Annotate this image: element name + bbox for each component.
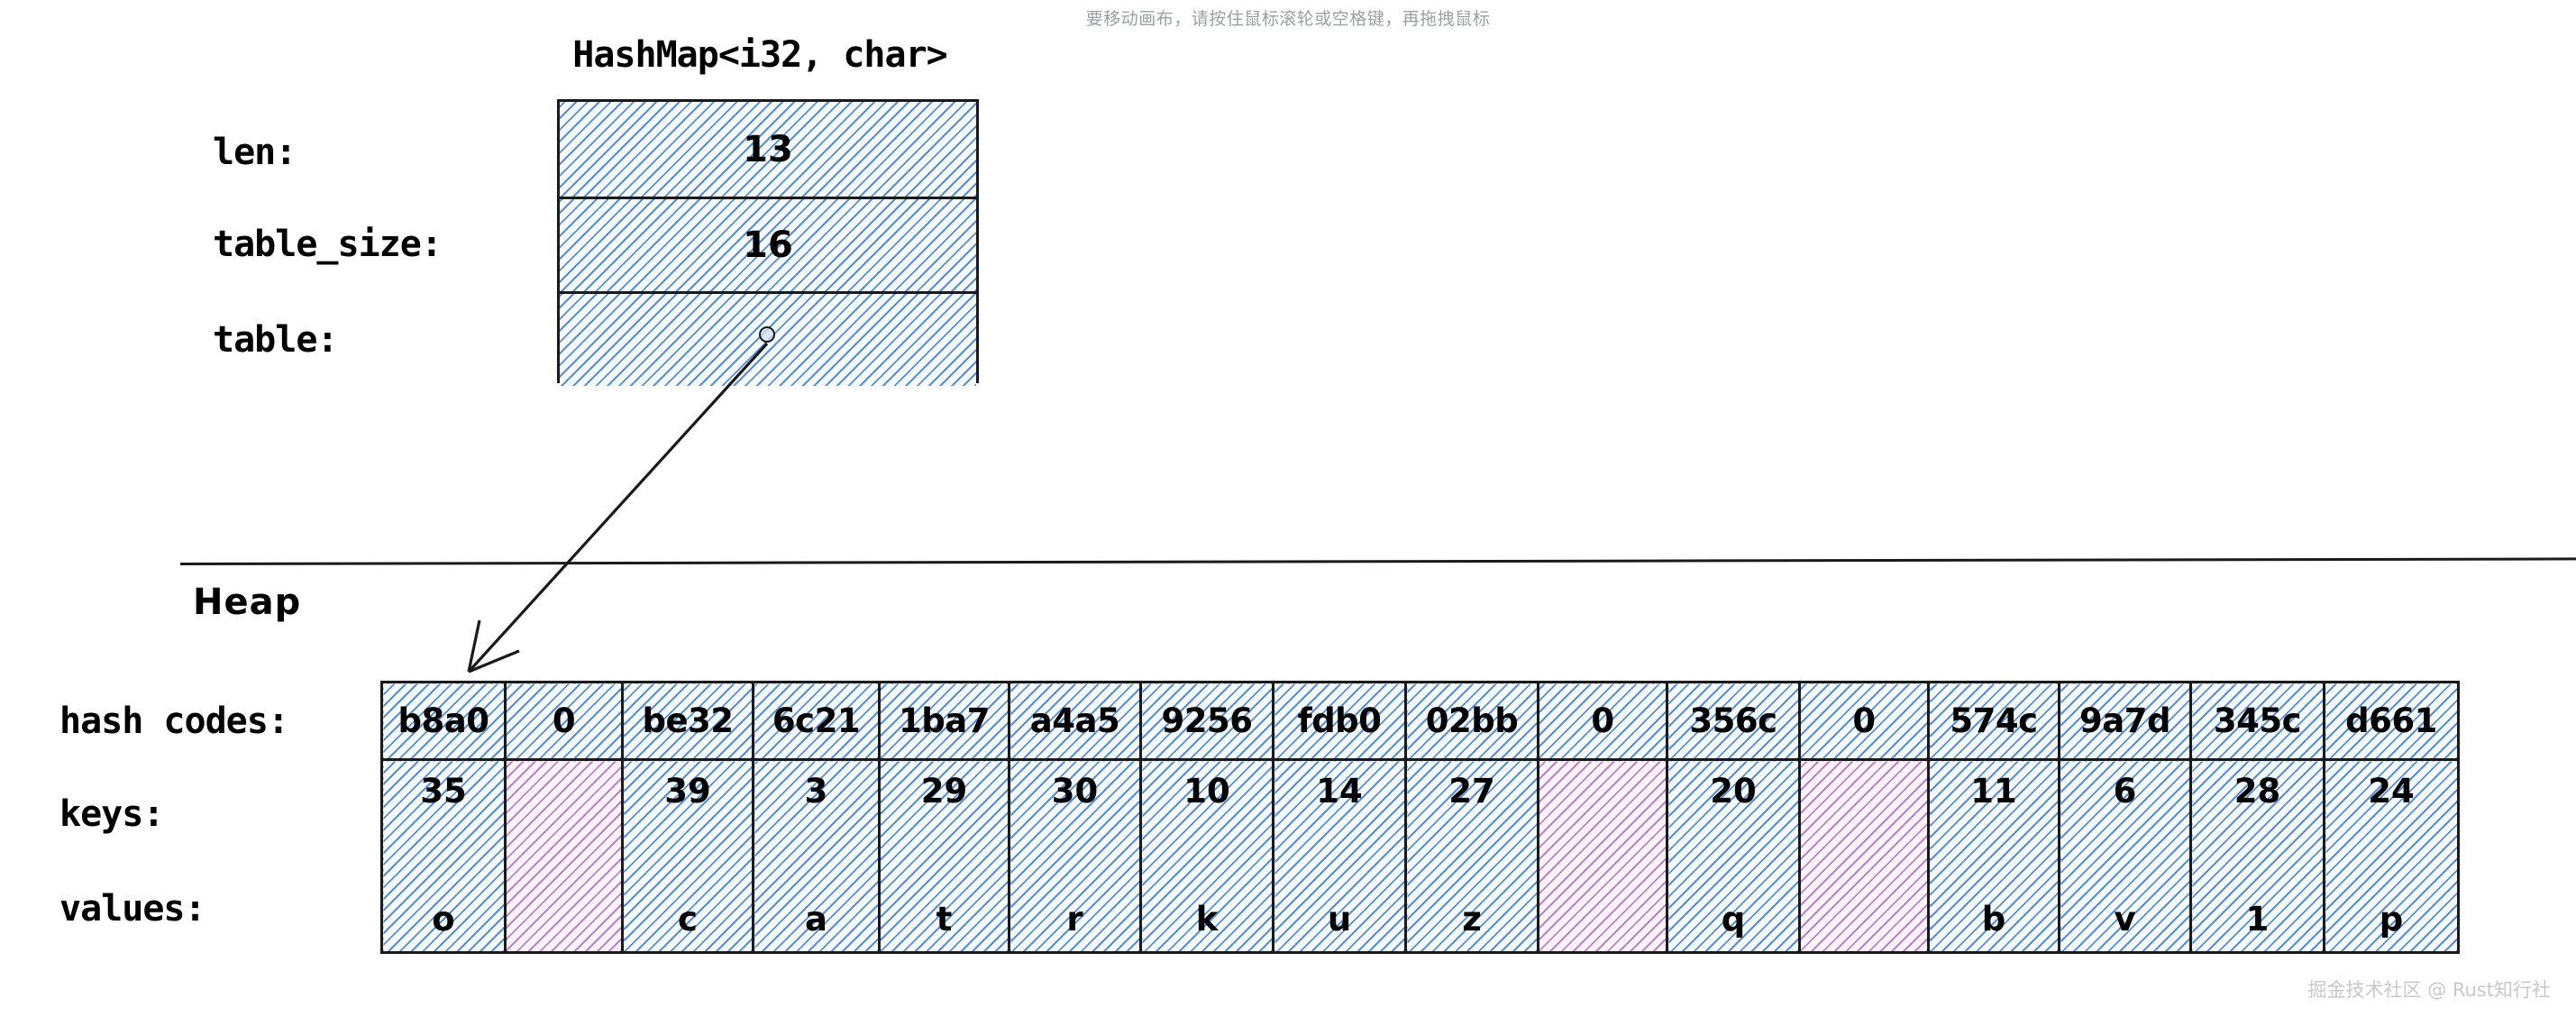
hash-code-cell: d661 (2323, 681, 2460, 761)
empty-slot-cell (504, 758, 624, 954)
key-text: 14 (1316, 772, 1363, 811)
heap-divider-line (179, 557, 2576, 565)
key-text: 27 (1448, 772, 1495, 811)
key-value-cell: 35 o (380, 758, 507, 954)
key-value-cell: 20 q (1666, 758, 1801, 954)
key-value-cell: 28 1 (2189, 758, 2325, 954)
hash-code-cell: 6c21 (752, 681, 881, 761)
key-value-cell: 27 z (1404, 758, 1539, 954)
value-text: u (1327, 900, 1352, 939)
key-text: 29 (920, 772, 968, 811)
hash-code-cell: 0 (504, 681, 624, 761)
value-text: r (1066, 900, 1083, 939)
value-text: z (1462, 900, 1482, 939)
hash-code-cell: 9a7d (2058, 681, 2192, 761)
canvas-pan-hint: 要移动画布，请按住鼠标滚轮或空格键，再拖拽鼠标 (1085, 9, 1491, 29)
value-text: p (2379, 900, 2404, 939)
hash-code-cell: 9256 (1139, 681, 1274, 761)
empty-slot-cell (1537, 758, 1668, 954)
value-text: k (1195, 900, 1219, 939)
value-text: a (805, 900, 827, 939)
empty-slot-cell (1798, 758, 1930, 954)
heap-row-label-hash-codes: hash codes: (59, 701, 289, 742)
heap-row-label-values: values: (59, 888, 206, 930)
pointer-origin-dot-icon (759, 326, 775, 343)
value-text: b (1981, 900, 2006, 939)
struct-field-value-table (560, 291, 976, 386)
key-value-cell: 39 c (621, 758, 754, 954)
key-text: 35 (420, 772, 467, 811)
key-text: 6 (2113, 772, 2137, 811)
struct-field-value-len: 13 (560, 102, 976, 197)
heap-section-label: Heap (193, 582, 302, 623)
struct-field-value-table-size: 16 (560, 197, 976, 291)
key-value-cell: 30 r (1008, 758, 1142, 954)
struct-type-title: HashMap<i32, char> (572, 34, 947, 76)
hash-code-cell: 356c (1666, 681, 1801, 761)
struct-field-label-table: table: (213, 319, 338, 361)
value-text: v (2114, 900, 2136, 939)
hash-code-cell: 345c (2189, 681, 2325, 761)
watermark: 掘金技术社区 @ Rust知行社 (2307, 979, 2551, 1001)
key-value-cell: 24 p (2323, 758, 2460, 954)
value-text: q (1721, 900, 1746, 939)
hash-code-cell: 574c (1927, 681, 2060, 761)
struct-field-label-table-size: table_size: (213, 224, 443, 265)
key-value-cell: 14 u (1272, 758, 1407, 954)
struct-box: 13 16 (557, 99, 979, 386)
key-text: 10 (1183, 772, 1230, 811)
value-text: c (678, 900, 698, 939)
key-text: 30 (1051, 772, 1099, 811)
value-text: o (432, 900, 455, 939)
key-value-cell: 29 t (878, 758, 1010, 954)
value-text: t (936, 900, 953, 939)
hash-code-cell: be32 (621, 681, 754, 761)
hash-code-cell: a4a5 (1008, 681, 1142, 761)
hash-code-cell: b8a0 (380, 681, 507, 761)
key-value-cell: 11 b (1927, 758, 2060, 954)
key-value-cell: 10 k (1139, 758, 1274, 954)
heap-row-label-keys: keys: (59, 793, 164, 835)
hash-code-cell: fdb0 (1272, 681, 1407, 761)
hash-code-cell: 0 (1798, 681, 1930, 761)
key-text: 11 (1970, 772, 2017, 811)
key-text: 3 (804, 772, 828, 811)
hash-code-cell: 1ba7 (878, 681, 1010, 761)
struct-field-label-len: len: (213, 132, 297, 173)
key-text: 24 (2368, 772, 2415, 811)
hash-code-cell: 02bb (1404, 681, 1539, 761)
key-text: 39 (664, 772, 711, 811)
hash-code-cell: 0 (1537, 681, 1668, 761)
value-text: 1 (2245, 900, 2270, 939)
key-text: 20 (1710, 772, 1757, 811)
key-text: 28 (2233, 772, 2281, 811)
